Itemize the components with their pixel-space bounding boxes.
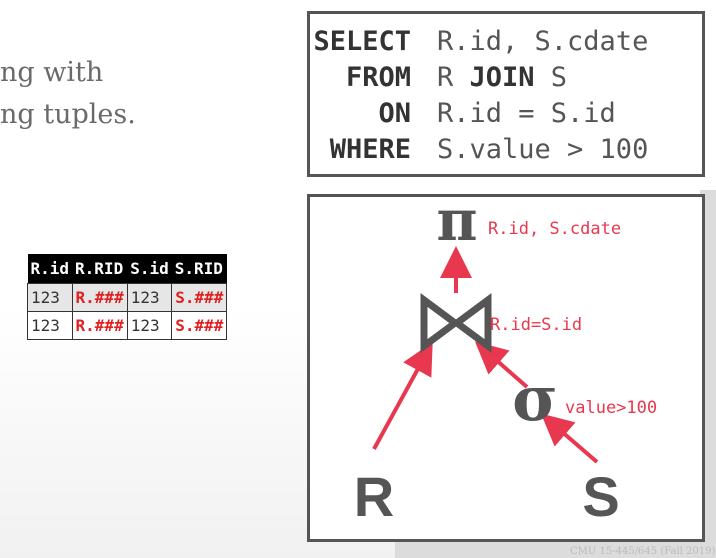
relation-r: R (354, 465, 394, 528)
projection-label: R.id, S.cdate (488, 219, 621, 239)
join-label: R.id=S.id (490, 315, 582, 335)
sql-keyword-on: ON (378, 98, 411, 129)
join-result-table: R.id R.RID S.id S.RID 123 R.### 123 S.##… (27, 254, 228, 340)
table-row: 123 R.### 123 S.### (27, 311, 228, 340)
selection-label: value>100 (565, 398, 657, 418)
join-icon (420, 293, 492, 353)
sql-keyword-join: JOIN (469, 62, 535, 93)
relation-s: S (582, 465, 619, 528)
sql-query-box: SELECT R.id, S.cdate FROM R JOIN S ON R.… (307, 11, 705, 177)
arrow-s-to-selection (540, 413, 599, 464)
sql-keyword-from: FROM (345, 62, 411, 93)
table-cell: 123 (27, 283, 73, 312)
table-cell: S.### (171, 311, 228, 340)
sql-select-list: R.id, S.cdate (437, 26, 649, 57)
column-header-r-id: R.id (27, 254, 73, 284)
sql-line-select: SELECT R.id, S.cdate (310, 24, 702, 60)
table-cell: R.### (71, 283, 128, 312)
table-cell: 123 (126, 283, 173, 312)
sql-from-right: S (534, 62, 568, 93)
sql-from-clause: R JOIN S (437, 60, 567, 96)
table-cell: S.### (171, 283, 228, 312)
column-header-s-rid: S.RID (171, 254, 227, 284)
bullet-line-1: ng with (0, 57, 104, 88)
projection-icon: π (437, 194, 478, 254)
sql-line-on: ON R.id = S.id (310, 96, 702, 132)
sql-line-where: WHERE S.value > 100 (310, 132, 702, 168)
column-header-r-rid: R.RID (72, 254, 128, 284)
sql-line-from: FROM R JOIN S (310, 60, 702, 96)
query-plan-diagram: π R.id, S.cdate R.id=S.id σ value>100 R … (354, 194, 657, 528)
table-cell: 123 (126, 311, 173, 340)
table-cell: 123 (27, 311, 73, 340)
table-header-row: R.id R.RID S.id S.RID (27, 254, 227, 284)
arrow-r-to-join (372, 341, 433, 450)
bullet-line-2: ng tuples. (0, 99, 136, 130)
selection-icon: σ (512, 362, 558, 435)
sql-from-left: R (437, 62, 470, 93)
table-cell: R.### (71, 311, 128, 340)
sql-keyword-select: SELECT (313, 26, 411, 57)
arrow-selection-to-join (474, 341, 529, 389)
sql-keyword-where: WHERE (329, 134, 411, 165)
column-header-s-id: S.id (127, 254, 172, 284)
sql-on-condition: R.id = S.id (437, 98, 616, 129)
sql-where-condition: S.value > 100 (437, 134, 649, 165)
slide-footer: CMU 15-445/645 (Fall 2019) (570, 546, 716, 557)
table-row: 123 R.### 123 S.### (27, 283, 228, 312)
